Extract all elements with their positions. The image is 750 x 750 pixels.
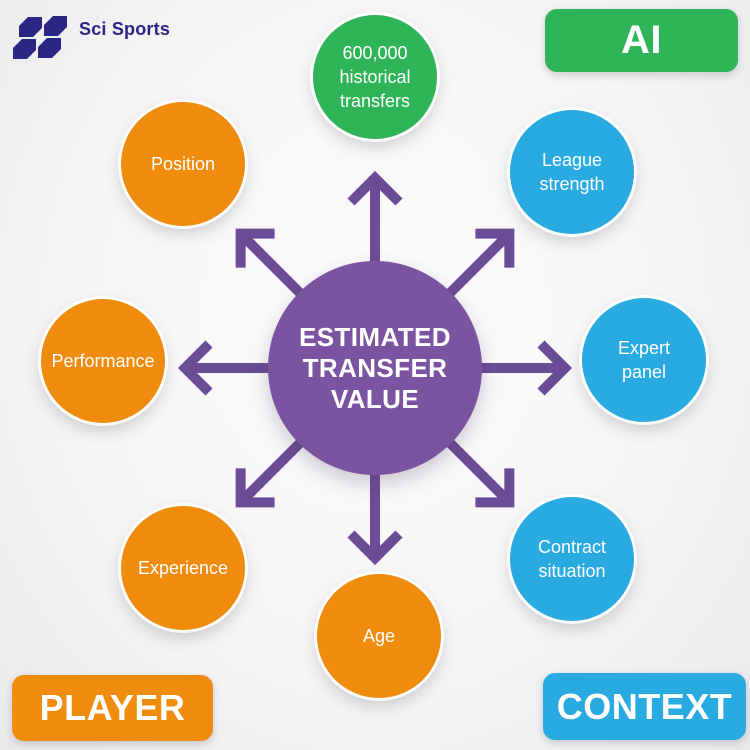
- logo-text-line1: Sci: [79, 19, 107, 39]
- factor-node-position: Position: [121, 102, 245, 226]
- center-label-line1: ESTIMATED: [299, 321, 451, 352]
- factor-label-line: transfers: [339, 91, 411, 111]
- player-category-badge: PLAYER: [12, 675, 213, 741]
- factor-label-line: panel: [621, 362, 667, 382]
- factor-node-historical-transfers: 600,000 historical transfers: [313, 15, 437, 139]
- center-node-estimated-transfer-value: ESTIMATED TRANSFER VALUE: [268, 261, 482, 475]
- scisports-logo-icon: [13, 16, 67, 59]
- context-badge-label: CONTEXT: [556, 685, 733, 727]
- factor-label-line: Age: [362, 626, 396, 646]
- factor-label-line: League: [541, 150, 603, 170]
- factor-label-line: situation: [538, 561, 606, 581]
- center-node-label: ESTIMATED TRANSFER VALUE: [299, 322, 451, 415]
- factor-label-line: Position: [150, 154, 216, 174]
- ai-category-badge: AI: [545, 9, 738, 72]
- logo-text-line2: Sports: [111, 19, 171, 39]
- player-badge-label: PLAYER: [39, 687, 186, 728]
- scisports-logo-text: Sci Sports: [79, 20, 170, 38]
- factor-node-league-strength: League strength: [510, 110, 634, 234]
- factor-label-line: Performance: [51, 351, 155, 371]
- ai-badge-label: AI: [621, 18, 662, 62]
- scisports-logo: Sci Sports: [13, 16, 170, 60]
- factor-node-age: Age: [317, 574, 441, 698]
- factor-label-line: historical: [339, 67, 411, 87]
- factor-node-performance: Performance: [41, 299, 165, 423]
- factor-label-line: Expert: [617, 338, 671, 358]
- factor-label-line: Experience: [137, 558, 229, 578]
- factor-label-line: 600,000: [342, 43, 408, 63]
- factor-node-expert-panel: Expert panel: [582, 298, 706, 422]
- center-label-line2: TRANSFER: [302, 352, 448, 383]
- factor-node-experience: Experience: [121, 506, 245, 630]
- factor-node-contract-situation: Contract situation: [510, 497, 634, 621]
- factor-label-line: strength: [539, 174, 605, 194]
- center-label-line3: VALUE: [330, 383, 420, 414]
- context-category-badge: CONTEXT: [543, 673, 746, 740]
- factor-label-line: Contract: [537, 537, 607, 557]
